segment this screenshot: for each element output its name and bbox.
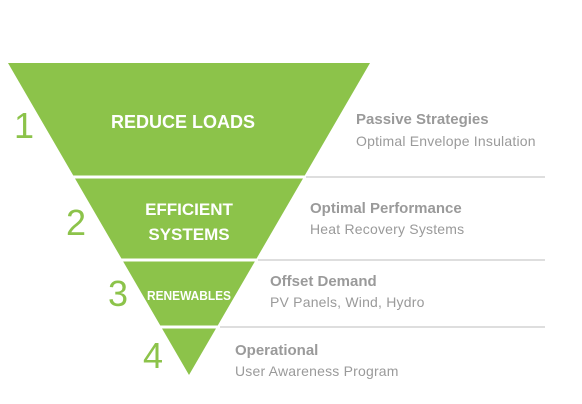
tier-2-label-line-1: EFFICIENT [145,200,233,219]
tier-4-number: 4 [143,335,163,376]
pyramid-shape [8,63,370,375]
tier-1-subtitle: Optimal Envelope Insulation [356,133,536,149]
tier-4-subtitle: User Awareness Program [235,363,399,379]
tier-2-number: 2 [66,202,86,243]
tier-1-number: 1 [14,105,34,146]
tier-2-title: Optimal Performance [310,200,462,217]
tier-2-label-line-2: SYSTEMS [148,225,229,244]
tier-3-title: Offset Demand [270,273,377,290]
tier-1-label: REDUCE LOADS [111,112,255,132]
tier-4-title: Operational [235,342,319,359]
tier-3-label: RENEWABLES [147,288,231,303]
tier-3-number: 3 [108,273,128,314]
tier-2-subtitle: Heat Recovery Systems [310,221,465,237]
tier-3-subtitle: PV Panels, Wind, Hydro [270,294,425,310]
tier-1-title: Passive Strategies [356,111,489,128]
